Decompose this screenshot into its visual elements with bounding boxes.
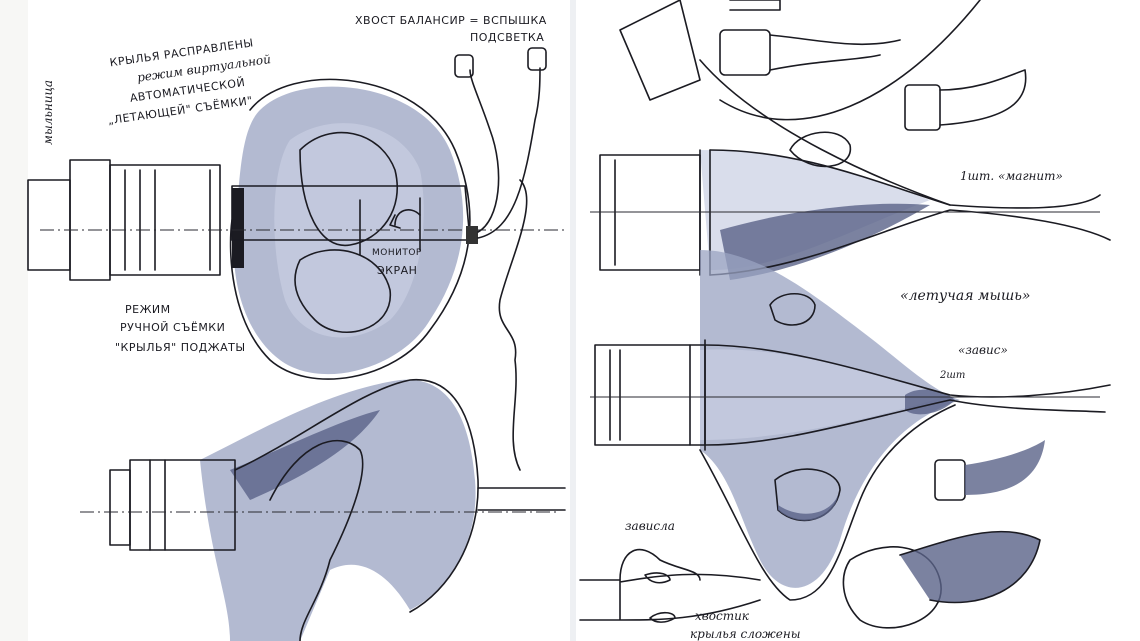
annotation-manual-mode: РЕЖИМ РУЧНОЙ СЪЁМКИ "КРЫЛЬЯ" ПОДЖАТЫ	[115, 303, 246, 354]
annotation-line: РУЧНОЙ СЪЁМКИ	[120, 321, 225, 334]
camera-thumbnail-sketches	[619, 0, 1045, 629]
camera-magnet-sketch	[590, 0, 1111, 280]
folded-note-line: крылья сложены	[690, 627, 801, 641]
annotation-line: „ЛЕТАЮЩЕЙ" СЪЁМКИ"	[107, 94, 254, 127]
annotation-line: РЕЖИМ	[125, 303, 171, 316]
camera-folded-sketch	[579, 548, 761, 623]
camera-handheld-sketch	[80, 379, 566, 641]
hover-note: «завис»	[958, 343, 1008, 357]
bat-note: «летучая мышь»	[900, 288, 1030, 304]
folded-note-line: хвостик	[695, 609, 750, 623]
annotation-wings-open: КРЫЛЬЯ РАСПРАВЛЕНЫ режим виртуальной АВТ…	[107, 36, 272, 127]
hovered-note: зависла	[625, 519, 675, 533]
annotation-line: ХВОСТ БАЛАНСИР = ВСПЫШКА	[355, 14, 547, 27]
magnet-note: 1шт. «магнит»	[960, 169, 1063, 183]
camera-wings-open-sketch	[27, 47, 565, 471]
left-margin	[0, 0, 28, 641]
annotation-tail: ХВОСТ БАЛАНСИР = ВСПЫШКА ПОДСВЕТКА	[355, 14, 547, 44]
annotation-line: "КРЫЛЬЯ" ПОДЖАТЫ	[115, 341, 246, 354]
hover-count: 2шт	[939, 370, 965, 381]
side-label: мыльница	[41, 80, 55, 145]
annotation-line: ПОДСВЕТКА	[470, 31, 544, 44]
page-gutter	[570, 0, 576, 641]
screen-label: ЭКРАН	[377, 264, 417, 277]
monitor-label: МОНИТОР	[372, 248, 422, 258]
camera-bat-sketch	[590, 250, 1111, 601]
